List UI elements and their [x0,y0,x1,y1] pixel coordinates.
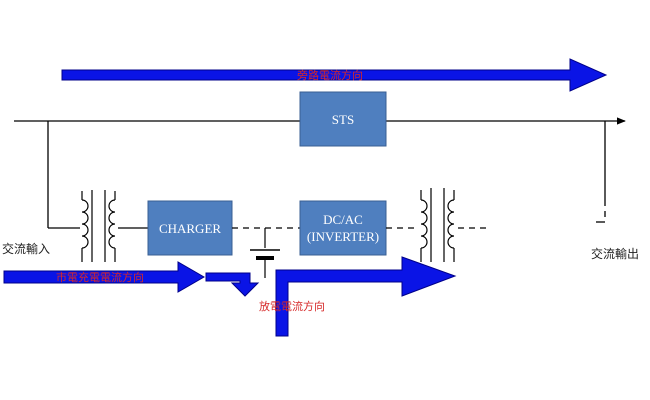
charge-flow-label: 市電充電電流方向 [56,270,144,284]
ac-input-label: 交流輸入 [2,241,50,256]
output-transformer [420,188,455,262]
inverter-label-line2: (INVERTER) [307,229,379,244]
inverter-label-line1: DC/AC [323,212,363,227]
charge-flow-arrow [3,261,206,293]
input-transformer [81,190,116,262]
charger-label: CHARGER [159,221,221,236]
discharge-flow-label: 放電電流方向 [259,299,325,313]
inverter-block [299,200,387,256]
sts-label: STS [332,112,354,127]
bypass-flow-arrow [61,58,608,92]
sts-block [299,91,387,147]
bypass-flow-label: 旁路電流方向 [297,68,363,82]
ac-output-label: 交流輸出 [591,246,639,261]
charge-battery-hook-arrow [205,272,260,297]
discharge-flow-arrow [275,256,457,337]
battery-symbol [250,228,280,278]
